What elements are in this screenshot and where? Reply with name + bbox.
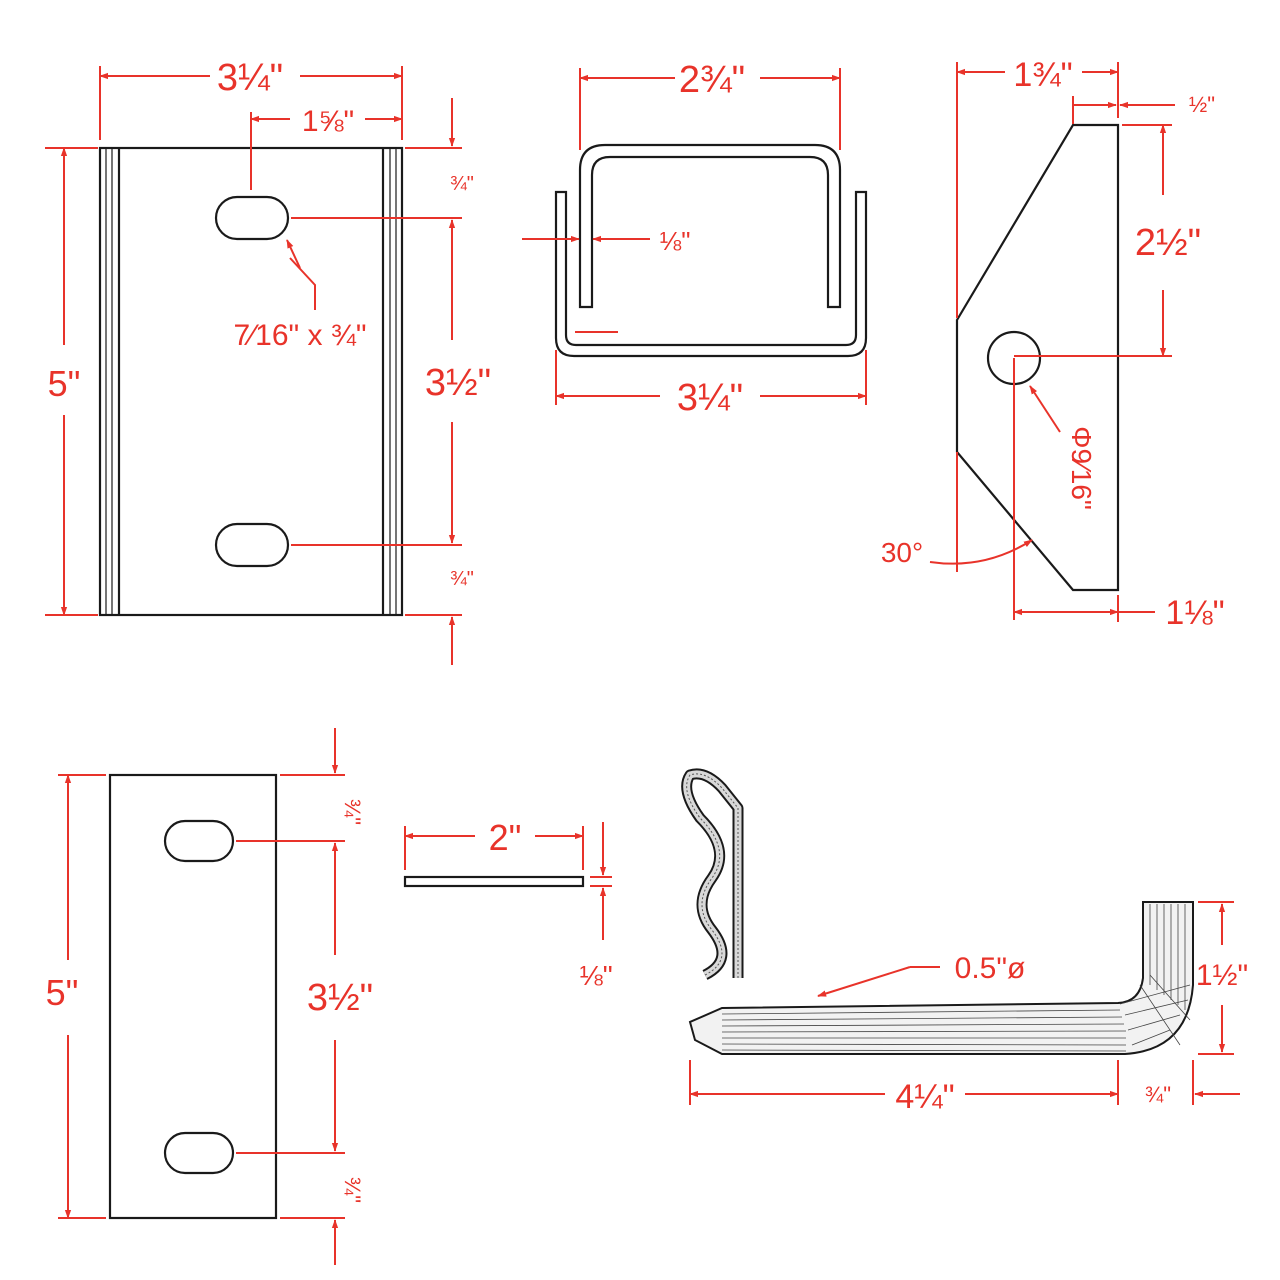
- front-top-margin-label: ¾": [450, 173, 474, 195]
- edge-thickness-label: ⅛": [579, 960, 612, 991]
- l-pin-view: 0.5"ø 1½" 4¼" ¾": [688, 901, 1248, 1116]
- plate-top-margin-label: ¾": [340, 799, 365, 825]
- slot-bottom: [214, 522, 290, 568]
- side-upper-height-label: 2½": [1135, 222, 1201, 264]
- bracket-side-view: 1¾" ½" 2½" Φ9⁄16" 30° 1⅛": [881, 56, 1225, 632]
- front-height-label: 5": [48, 363, 81, 404]
- side-bottom-width-label: 1⅛": [1165, 594, 1224, 632]
- pin-diameter-label: 0.5"ø: [955, 952, 1026, 985]
- slot-top: [214, 195, 290, 241]
- plate-slot-bottom: [163, 1131, 235, 1175]
- pin-length-label: 4¼": [895, 1078, 954, 1116]
- top-outer-width-label: 3¼": [677, 377, 743, 419]
- side-angle-label: 30°: [881, 537, 923, 568]
- plate-slot-spacing-label: 3½": [307, 977, 373, 1019]
- front-bottom-margin-label: ¾": [450, 568, 474, 590]
- side-top-width-label: 1¾": [1013, 56, 1072, 94]
- front-slot-spacing-label: 3½": [425, 362, 491, 404]
- top-thickness-label: ⅛": [660, 226, 691, 256]
- front-width-label: 3¼": [217, 57, 283, 99]
- side-hole-diameter-label: Φ9⁄16": [1066, 426, 1097, 510]
- plate-bottom-margin-label: ¾": [340, 1177, 365, 1203]
- bracket-front-view: 3¼" 1⅝" 5" ¾" ¾" 3½" 7⁄16" x ¾": [45, 57, 491, 665]
- top-inner-width-label: 2¾": [679, 59, 745, 101]
- pin-bend-width-label: ¾": [1145, 1082, 1171, 1107]
- front-slot-size-label: 7⁄16" x ¾": [233, 319, 366, 352]
- pin-bend-height-label: 1½": [1196, 959, 1248, 992]
- bracket-top-view: 2¾" ⅛" 3¼": [522, 59, 868, 419]
- plate-slot-top: [163, 819, 235, 863]
- plate-height-label: 5": [46, 972, 79, 1013]
- plate-edge-view: 2" ⅛": [403, 817, 613, 991]
- edge-width-label: 2": [489, 817, 522, 858]
- hairpin-clip-icon: [681, 768, 744, 980]
- front-slot-offset-label: 1⅝": [302, 105, 354, 138]
- side-step-label: ½": [1189, 92, 1215, 117]
- plate-view: 5" ¾" 3½" ¾": [46, 728, 373, 1265]
